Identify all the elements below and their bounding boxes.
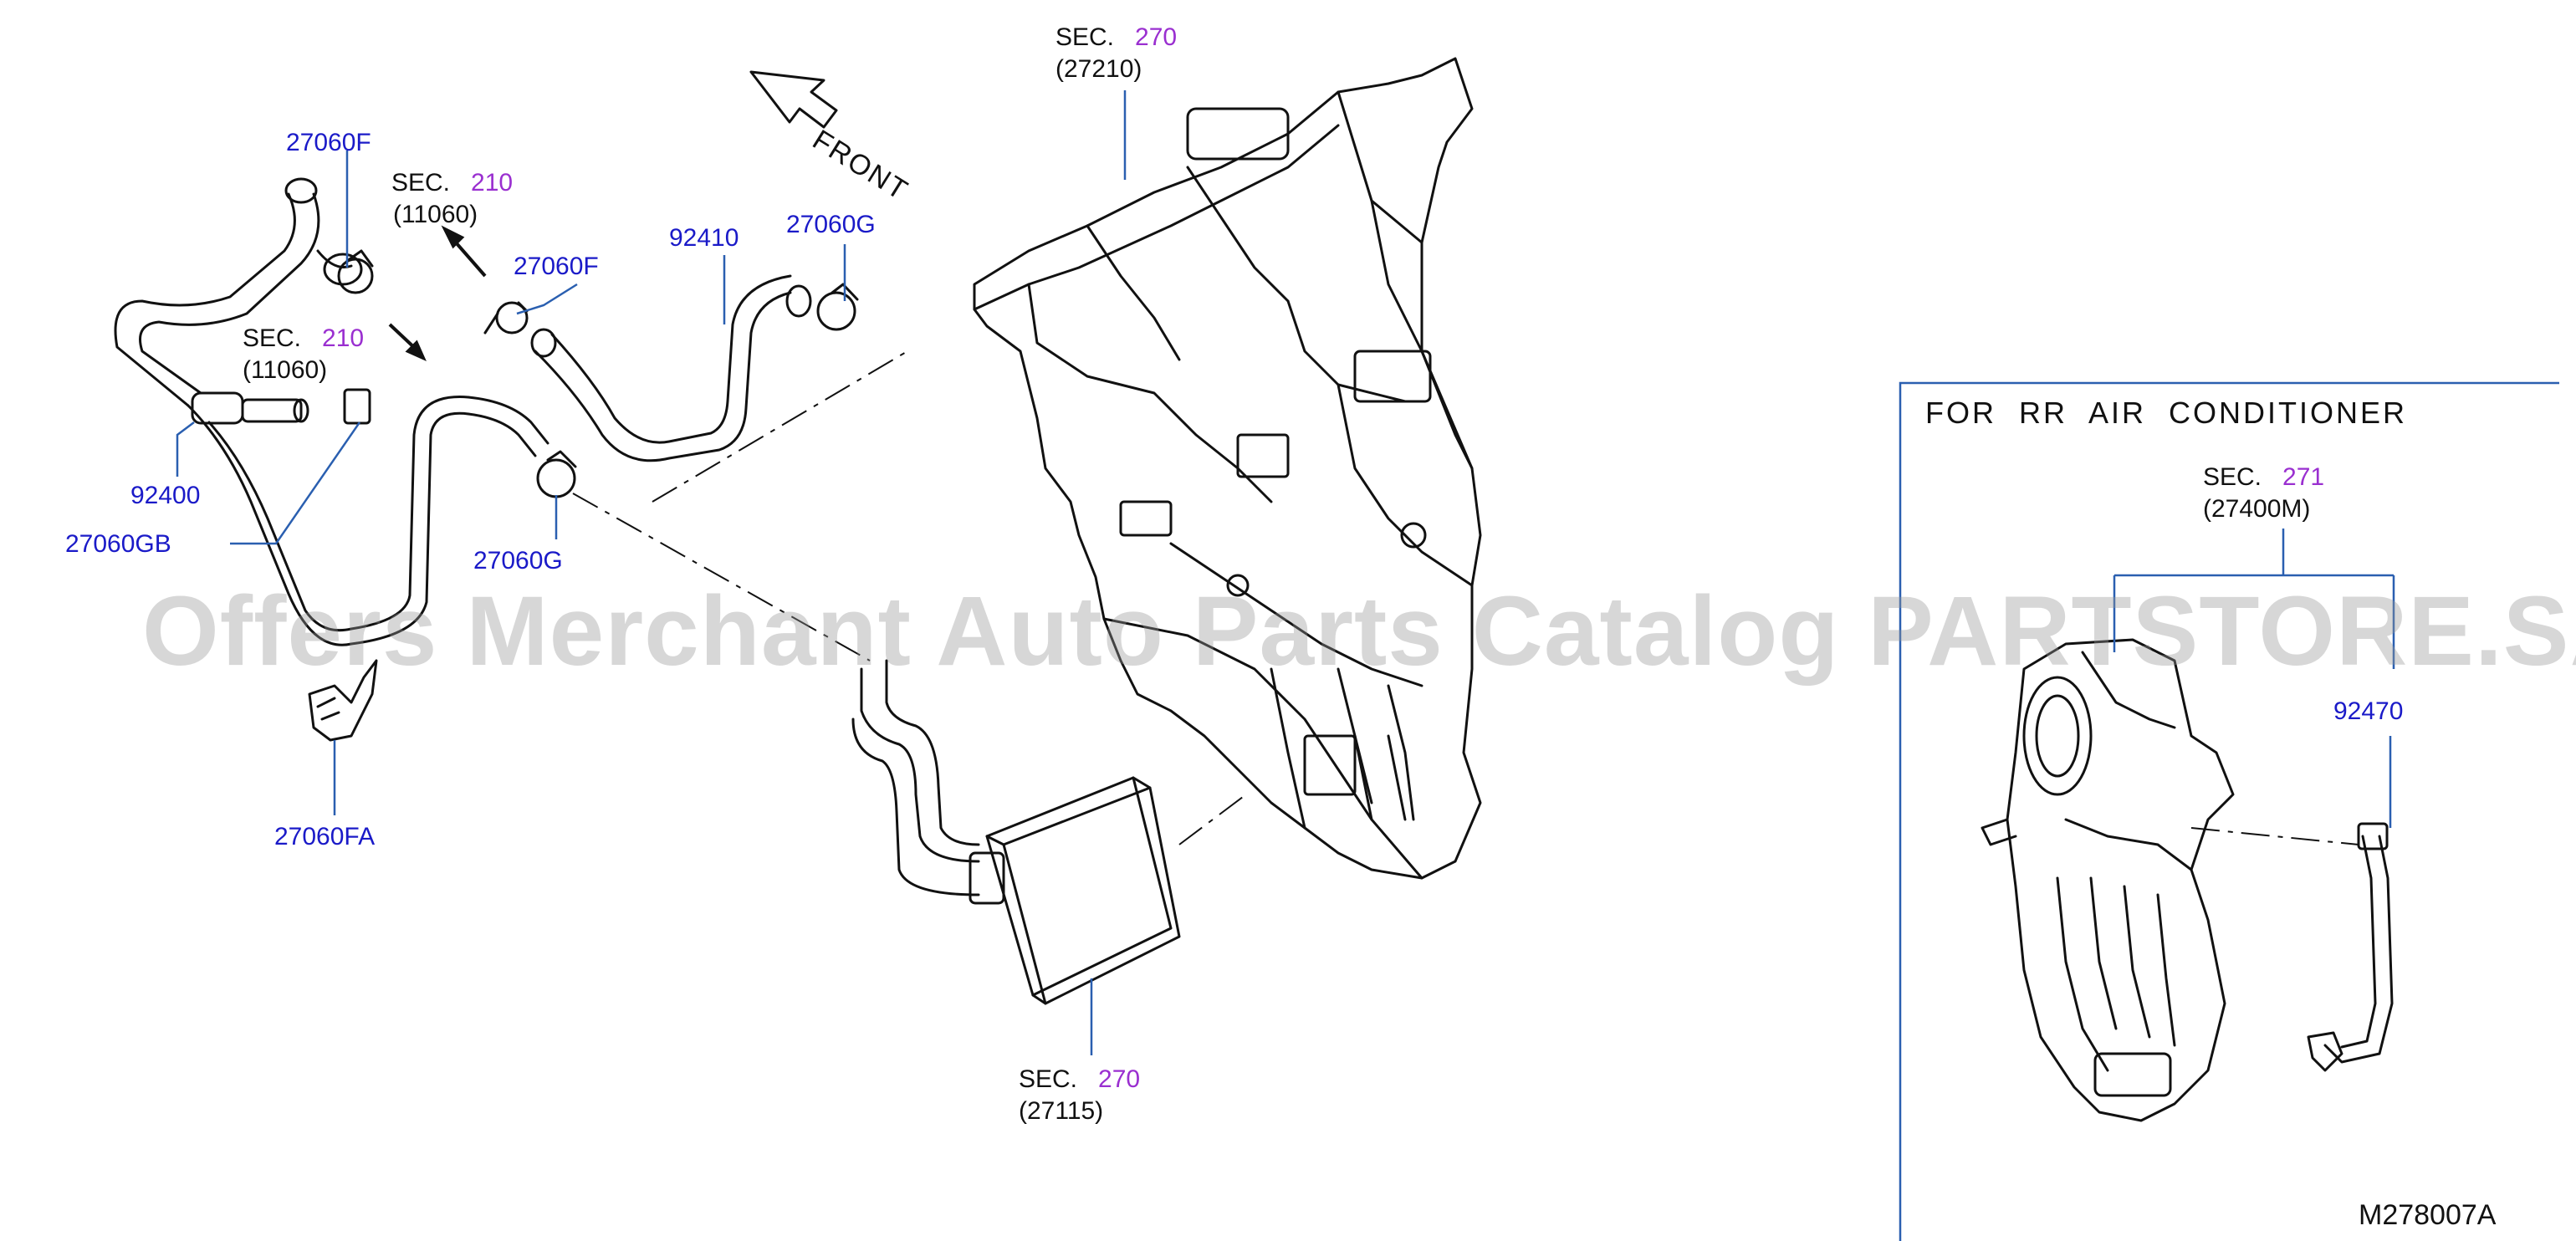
sec-271-label[interactable]: SEC. 271 — [2203, 463, 2325, 491]
watermark: Offers Merchant Auto Parts Catalog PARTS… — [142, 576, 2576, 687]
part-number-27060G-top[interactable]: 27060G — [786, 211, 876, 238]
front-arrow-icon — [749, 70, 838, 129]
heater-unit — [973, 57, 1482, 880]
part-number-27060F-top[interactable]: 27060F — [286, 129, 371, 156]
hose-to-heater-core — [467, 396, 980, 896]
rr-panel-border — [1899, 381, 2559, 1241]
part-number-92470[interactable]: 92470 — [2333, 697, 2404, 725]
clamp-27060F-mid — [483, 301, 529, 335]
sec-270-top-code: (27210) — [1055, 55, 1142, 83]
leader-27060F-mid — [516, 283, 578, 315]
sec-270-top-label[interactable]: SEC. 270 — [1055, 23, 1178, 51]
clamp-27060F-top — [337, 249, 374, 294]
hose-92400 — [114, 177, 470, 646]
rr-panel-title: FOR RR AIR CONDITIONER — [1925, 396, 2408, 430]
sec-270-bottom-label[interactable]: SEC. 270 — [1019, 1065, 1141, 1093]
rr-pipe-92470 — [2307, 822, 2394, 1072]
centerline-1 — [652, 350, 908, 503]
joint-27060GB — [191, 388, 371, 425]
diagram-code: M278007A — [2359, 1199, 2497, 1231]
hose-92410 — [530, 274, 812, 462]
sec-210-b-code: (11060) — [243, 356, 328, 384]
sec-210-b-label[interactable]: SEC. 210 — [243, 324, 365, 352]
leader-92400 — [176, 421, 195, 477]
centerline-4 — [2190, 827, 2359, 845]
clamp-27060G-top — [816, 283, 859, 331]
centerline-2 — [572, 493, 871, 661]
part-number-27060FA[interactable]: 27060FA — [274, 823, 376, 850]
heater-core — [969, 776, 1181, 1005]
part-number-27060GB[interactable]: 27060GB — [65, 530, 171, 558]
sec-270-bottom-code: (27115) — [1019, 1097, 1104, 1125]
rr-blower-unit — [1981, 638, 2235, 1122]
sec-271-code: (27400M) — [2203, 495, 2311, 523]
sec-210-a-label[interactable]: SEC. 210 — [391, 169, 514, 197]
part-number-27060G-mid[interactable]: 27060G — [473, 547, 563, 575]
part-number-92410[interactable]: 92410 — [669, 224, 739, 252]
centerline-3 — [1178, 794, 1247, 845]
part-number-27060F-mid[interactable]: 27060F — [514, 253, 599, 280]
part-number-92400[interactable]: 92400 — [130, 482, 201, 509]
leader-27060GB — [230, 421, 361, 545]
clamp-27060G-mid — [536, 450, 577, 498]
sec-210-a-code: (11060) — [393, 201, 478, 228]
actuator-27060FA — [308, 659, 378, 742]
